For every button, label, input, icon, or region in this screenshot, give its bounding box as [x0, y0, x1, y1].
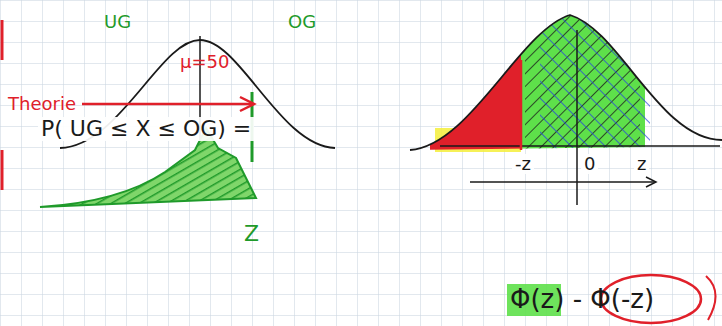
upper-bound-label: OG	[288, 12, 316, 32]
lower-bound-label: UG	[104, 12, 131, 32]
axis-tick-label: z	[634, 154, 649, 174]
formula: Φ(z) - Φ(-z)	[510, 285, 654, 314]
axis-tick-label: -z	[512, 154, 534, 174]
axis-tick-label: 0	[581, 154, 598, 174]
theory-label: Theorie	[8, 94, 76, 114]
probability-expression: P( UG ≤ X ≤ OG) =	[38, 117, 254, 141]
z-label: Z	[244, 222, 259, 246]
mean-label: μ=50	[180, 52, 229, 72]
